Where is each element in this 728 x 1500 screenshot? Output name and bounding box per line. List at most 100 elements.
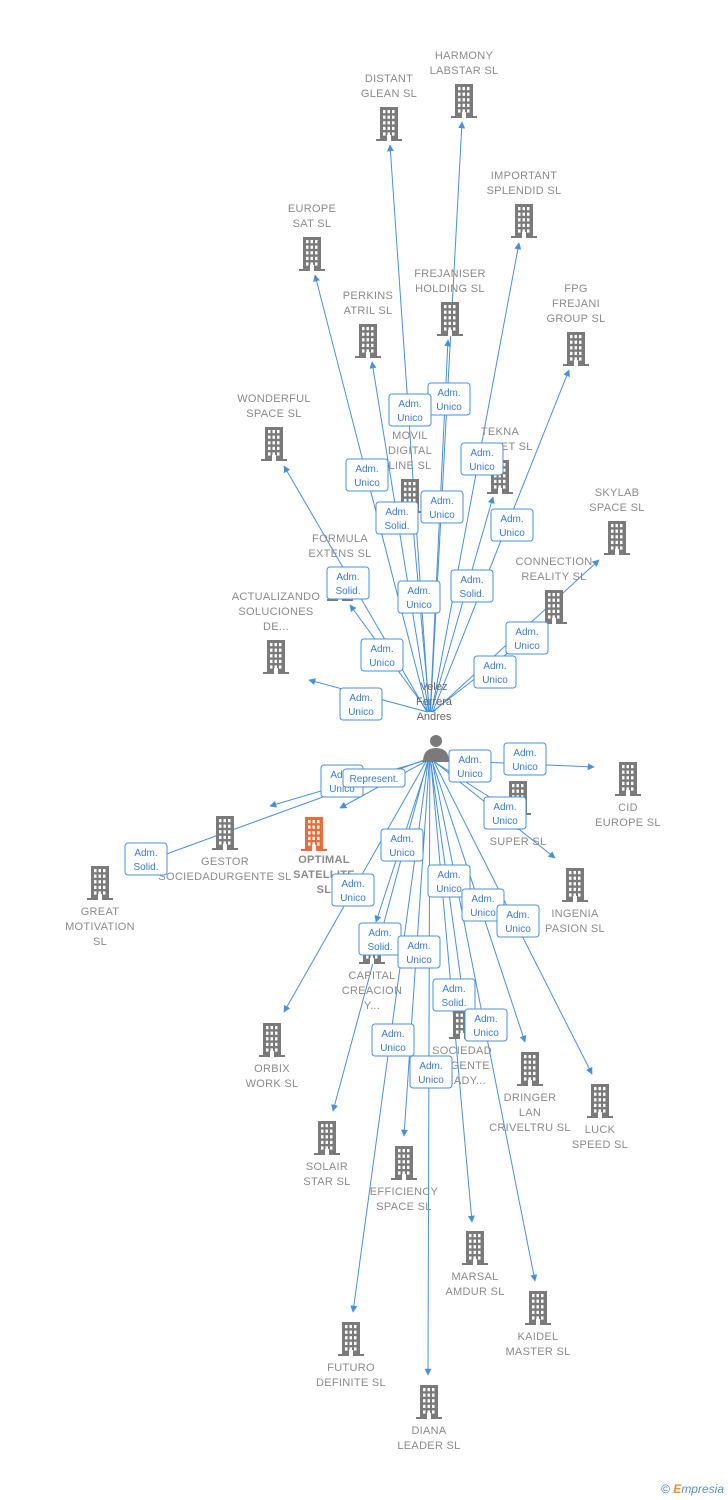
relation-tag-actualizando[interactable]: Adm.Unico [339,687,383,721]
building-icon[interactable] [391,1146,417,1180]
relation-tag-frejaniser[interactable]: Adm.Unico [420,490,464,524]
relation-tag-sociedad[interactable]: Adm.Unico [427,864,471,898]
building-icon[interactable] [604,521,630,555]
building-icon[interactable] [338,1322,364,1356]
building-icon[interactable] [355,324,381,358]
building-icon[interactable] [451,84,477,118]
building-icon[interactable] [511,204,537,238]
relation-tag-tekna[interactable]: Adm.Unico [490,508,534,542]
relation-tag-cid[interactable]: Adm.Unico [503,742,547,776]
relation-tag-harmony[interactable]: Adm.Unico [427,382,471,416]
relation-tag-fpg[interactable]: Adm.Solid. [450,569,494,603]
relation-tag-main[interactable]: Represent. [342,768,406,788]
relation-label: Adm.Solid. [133,848,158,873]
relation-tag-distant[interactable]: Adm.Unico [388,393,432,427]
relation-tag-kaidel[interactable]: Adm.Unico [464,1008,508,1042]
relation-tag-capital[interactable]: Adm.Unico [380,828,424,862]
footer-brand[interactable]: © Empresia [661,1482,724,1496]
building-icon[interactable] [259,1023,285,1057]
building-icon[interactable] [587,1084,613,1118]
relation-label: Adm.Unico [492,802,518,827]
building-icon[interactable] [263,640,289,674]
building-icon[interactable] [541,590,567,624]
building-icon[interactable] [416,1385,442,1419]
relation-tag-ingenia[interactable]: Adm.Unico [483,796,527,830]
relation-tag-orbix[interactable]: Adm.Unico [331,873,375,907]
relation-tag-wonderful[interactable]: Adm.Solid. [326,566,370,600]
building-icon[interactable] [437,302,463,336]
relation-tag-perkins[interactable]: Adm.Solid. [375,501,419,535]
relation-label: Adm.Solid. [367,928,392,953]
building-icon[interactable] [212,816,238,850]
relation-tag-dringer[interactable]: Adm.Unico [461,888,505,922]
building-icon[interactable] [517,1052,543,1086]
building-icon[interactable] [462,1231,488,1265]
relation-tag-formula[interactable]: Adm.Unico [360,638,404,672]
building-icon[interactable] [615,762,641,796]
building-icon[interactable] [376,107,402,141]
relation-label: Adm.Unico [369,644,395,669]
relation-label: Adm.Unico [512,748,538,773]
relation-tag-diana[interactable]: Adm.Unico [409,1055,453,1089]
building-icon[interactable] [525,1291,551,1325]
relation-label: Adm.Unico [406,941,432,966]
building-icon[interactable] [301,817,327,851]
relation-tag-marsal[interactable]: Adm.Solid. [432,978,476,1012]
relation-tag-luck[interactable]: Adm.Unico [496,904,540,938]
relation-tag-movil[interactable]: Adm.Unico [397,580,441,614]
relation-tag-solair[interactable]: Adm.Solid. [358,922,402,956]
building-icon[interactable] [261,427,287,461]
relation-tag-skylab[interactable]: Adm.Unico [505,621,549,655]
building-icon[interactable] [87,866,113,900]
relation-tag-futuro[interactable]: Adm.Unico [371,1023,415,1057]
relation-label: Adm.Unico [482,661,508,686]
relation-label: Adm.Unico [389,834,415,859]
relation-tag-important[interactable]: Adm.Unico [460,442,504,476]
relation-tag-efficiency[interactable]: Adm.Unico [397,935,441,969]
relation-label: Adm.Unico [354,464,380,489]
building-icon[interactable] [562,868,588,902]
edge-important [431,242,522,713]
relation-tag-uy_super[interactable]: Adm.Unico [448,749,492,783]
building-icon[interactable] [563,332,589,366]
building-icon[interactable] [314,1121,340,1155]
relation-tag-great[interactable]: Adm.Solid. [124,842,168,876]
building-icon[interactable] [299,237,325,271]
relation-tag-connection[interactable]: Adm.Unico [473,655,517,689]
relation-tag-europe_sat[interactable]: Adm.Unico [345,458,389,492]
